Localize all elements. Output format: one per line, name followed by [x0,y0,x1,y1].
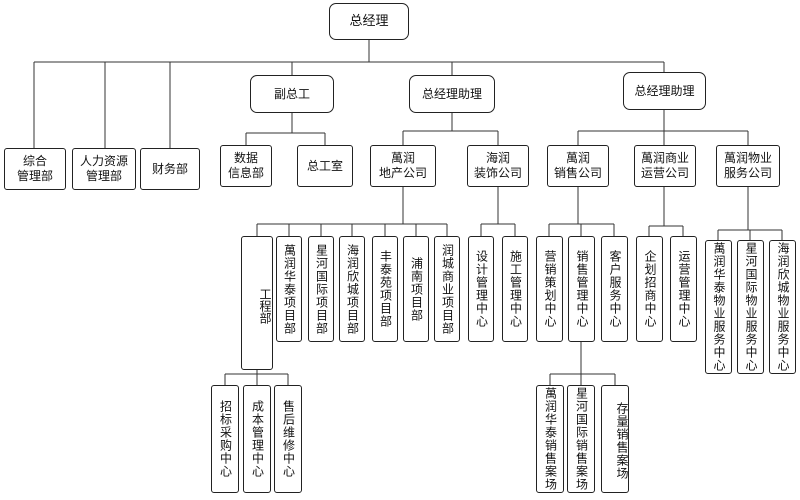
sales-stock-label: 存量销售案场 [615,402,629,480]
hairun-decoration-box: 海润 装饰公司 [467,145,529,187]
customer-service-center-box: 客户服务中心 [601,236,628,342]
hairun-decoration-label: 海润 装饰公司 [473,151,522,180]
prop-huatai-box: 萬润华泰物业服务中心 [705,240,732,374]
wanrun-property-box: 萬润物业 服务公司 [716,145,780,187]
proj-xinghe-box: 星河国际项目部 [308,236,334,342]
ceo-label: 总经理 [349,14,389,29]
wanrun-realestate-label: 萬润 地产公司 [378,151,427,180]
cost-center-label: 成本管理中心 [250,400,265,478]
hr-box: 人力资源 管理部 [72,148,136,190]
marketing-center-box: 营销策划中心 [536,236,563,342]
design-center-label: 设计管理中心 [474,250,489,328]
chief-engineer-office-box: 总工室 [297,145,353,187]
wanrun-realestate-box: 萬润 地产公司 [370,145,436,187]
sales-huatai-label: 萬润华泰销售案场 [543,387,558,491]
construction-center-box: 施工管理中心 [502,236,528,342]
proj-huatai-label: 萬润华泰项目部 [282,243,297,335]
proj-fengtai-box: 丰泰苑项目部 [372,236,398,342]
marketing-center-label: 营销策划中心 [543,250,557,328]
proj-punan-box: 浦南项目部 [403,236,429,342]
cost-center-box: 成本管理中心 [243,385,271,493]
sales-mgmt-center-box: 销售管理中心 [568,236,595,342]
design-center-box: 设计管理中心 [468,236,494,342]
prop-huatai-label: 萬润华泰物业服务中心 [712,242,726,372]
assistant-right-box: 总经理助理 [623,72,706,110]
prop-xincheng-label: 海润欣城物业服务中心 [776,242,790,372]
proj-xincheng-label: 海润欣城项目部 [345,243,360,335]
construction-center-label: 施工管理中心 [508,250,523,328]
sales-xinghe-label: 星河国际销售案场 [574,387,589,491]
wanrun-commercial-box: 萬润商业 运营公司 [634,145,696,187]
general-admin-box: 综合 管理部 [4,148,66,190]
wanrun-sales-label: 萬润 销售公司 [553,151,602,180]
wanrun-sales-box: 萬润 销售公司 [547,145,609,187]
ceo-box: 总经理 [329,3,409,40]
assistant-right-label: 总经理助理 [634,83,695,98]
proj-punan-label: 浦南项目部 [409,256,424,322]
sales-huatai-box: 萬润华泰销售案场 [536,385,564,493]
chief-engineer-office-label: 总工室 [306,158,343,173]
finance-label: 财务部 [151,161,188,176]
data-info-box: 数据 信息部 [220,145,272,187]
engineering-dept-box: 工程部 [241,236,273,370]
investment-center-label: 企划招商中心 [643,250,657,328]
sales-xinghe-box: 星河国际销售案场 [567,385,595,493]
operation-center-label: 运营管理中心 [677,250,691,328]
wanrun-commercial-label: 萬润商业 运营公司 [640,151,689,180]
proj-fengtai-label: 丰泰苑项目部 [378,250,393,328]
hr-label: 人力资源 管理部 [79,154,128,183]
wanrun-property-label: 萬润物业 服务公司 [723,151,772,180]
prop-xincheng-box: 海润欣城物业服务中心 [769,240,796,374]
sales-mgmt-center-label: 销售管理中心 [575,250,589,328]
aftersales-center-label: 售后维修中心 [281,400,296,478]
assistant-left-box: 总经理助理 [409,75,495,113]
proj-huatai-box: 萬润华泰项目部 [276,236,302,342]
general-admin-label: 综合 管理部 [16,154,53,183]
procurement-center-box: 招标采购中心 [211,385,239,493]
customer-service-center-label: 客户服务中心 [608,250,622,328]
assistant-left-label: 总经理助理 [421,86,482,101]
data-info-label: 数据 信息部 [227,151,264,180]
vice-chief-engineer-box: 副总工 [250,75,334,113]
proj-runcheng-label: 润城商业项目部 [440,243,455,335]
prop-xinghe-label: 星河国际物业服务中心 [744,242,758,372]
finance-box: 财务部 [140,148,200,190]
proj-xincheng-box: 海润欣城项目部 [339,236,365,342]
aftersales-center-box: 售后维修中心 [274,385,302,493]
proj-xinghe-label: 星河国际项目部 [314,243,329,335]
proj-runcheng-box: 润城商业项目部 [434,236,460,342]
vice-chief-engineer-label: 副总工 [273,86,310,101]
operation-center-box: 运营管理中心 [670,236,697,342]
engineering-dept-label: 工程部 [258,288,272,324]
sales-stock-box: 存量销售案场 [601,385,629,493]
procurement-center-label: 招标采购中心 [218,400,233,478]
prop-xinghe-box: 星河国际物业服务中心 [737,240,764,374]
investment-center-box: 企划招商中心 [636,236,663,342]
